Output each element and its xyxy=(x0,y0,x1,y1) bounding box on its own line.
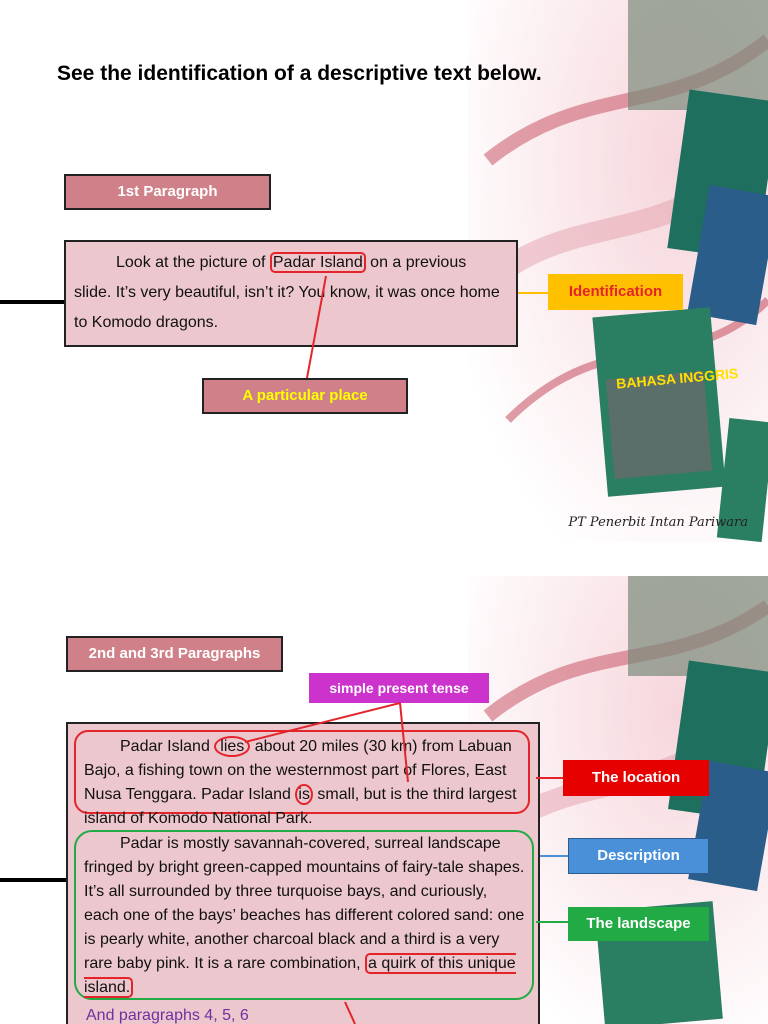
paragraph-label-2-3: 2nd and 3rd Paragraphs xyxy=(66,636,283,672)
p3-text-a: Padar is mostly savannah-covered, surrea… xyxy=(84,835,525,972)
p2-text-c: small, but is the third largest island o… xyxy=(84,786,517,827)
slide-2: 2nd and 3rd Paragraphs simple present te… xyxy=(0,576,768,1024)
paragraph-label-1: 1st Paragraph xyxy=(64,174,271,210)
paragraph-1-text: Look at the picture of Padar Island on a… xyxy=(64,240,518,347)
slide-separator xyxy=(0,542,768,576)
paragraphs-2-3-box: Padar Island lies about 20 miles (30 km)… xyxy=(66,722,540,1024)
paragraph-2-text: Padar Island lies about 20 miles (30 km)… xyxy=(74,730,530,827)
highlight-lies: lies xyxy=(214,736,251,757)
more-paragraphs-note: And paragraphs 4, 5, 6 xyxy=(86,1007,249,1024)
identification-tag: Identification xyxy=(548,274,683,310)
simple-present-tense-tag: simple present tense xyxy=(309,673,489,703)
text-pre: Look at the picture of xyxy=(116,254,270,271)
paragraph-3-text: Padar is mostly savannah-covered, surrea… xyxy=(74,830,534,1000)
publisher-credit: PT Penerbit Intan Pariwara xyxy=(568,515,748,530)
description-tag: Description xyxy=(568,838,709,874)
decorative-swirl-and-books: BAHASA INGGRIS xyxy=(468,0,768,542)
location-tag: The location xyxy=(563,760,709,796)
landscape-tag: The landscape xyxy=(568,907,709,941)
highlight-is: is xyxy=(295,784,313,805)
highlight-quirk: a quirk of this unique island. xyxy=(84,953,516,998)
text-post: on a previous slide. It’s very beautiful… xyxy=(74,254,500,331)
particular-place-tag: A particular place xyxy=(202,378,408,414)
p2-text-a: Padar Island xyxy=(120,738,215,755)
page-title: See the identification of a descriptive … xyxy=(57,62,542,85)
highlight-padar-island: Padar Island xyxy=(269,252,366,273)
slide-1: BAHASA INGGRIS See the identification of… xyxy=(0,0,768,542)
